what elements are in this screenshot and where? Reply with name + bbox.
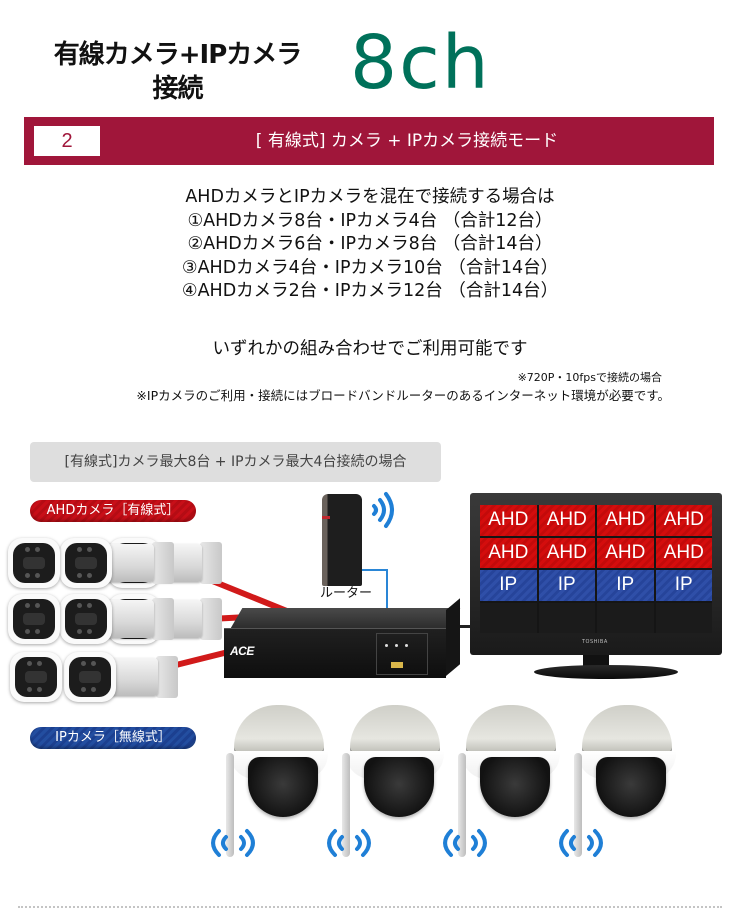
led-indicator (385, 644, 388, 647)
router-icon (322, 494, 362, 586)
screen-tile-ip: IP (480, 570, 537, 601)
wifi-signal-icon (370, 490, 396, 530)
title-line-2: 接続 (152, 74, 203, 104)
bullet-camera (8, 592, 126, 644)
ip-camera-label: IPカメラ［無線式］ (30, 727, 196, 749)
network-cable (386, 569, 388, 611)
monitor-brand: TOSHIBA (582, 639, 608, 645)
dvr-recorder-side (446, 598, 460, 676)
dvr-front-panel (376, 633, 428, 675)
screen-tile-ahd: AHD (480, 537, 537, 568)
wifi-signal-icon (553, 826, 609, 860)
combination-list: AHDカメラとIPカメラを混在で接続する場合は ①AHDカメラ8台・IPカメラ4… (0, 186, 740, 304)
network-cable (362, 569, 388, 571)
screen-tile-ahd: AHD (538, 505, 595, 536)
dome-camera (574, 705, 678, 865)
dome-camera (226, 705, 330, 865)
page-title: 有線カメラ+IPカメラ 接続 (30, 38, 325, 106)
screen-tile-empty (538, 602, 595, 633)
screen-tile-ahd: AHD (655, 537, 712, 568)
dome-camera (458, 705, 562, 865)
monitor-stand (583, 655, 609, 667)
case-label: [有線式]カメラ最大8台 + IPカメラ最大4台接続の場合 (30, 442, 441, 482)
screen-tile-empty (597, 602, 654, 633)
wifi-signal-icon (437, 826, 493, 860)
ahd-camera-label: AHDカメラ［有線式］ (30, 500, 196, 522)
combination-summary: いずれかの組み合わせでご利用可能です (212, 339, 528, 359)
title-line-1: 有線カメラ+IPカメラ (53, 40, 303, 70)
led-indicator (395, 644, 398, 647)
bullet-camera (60, 536, 178, 588)
wifi-signal-icon (321, 826, 377, 860)
usb-port (391, 662, 403, 668)
screen-tile-empty (480, 602, 537, 633)
screen-tile-empty (655, 602, 712, 633)
router-label: ルーター (319, 586, 372, 601)
monitor-stand-base (534, 665, 678, 679)
mode-label: [ 有線式] カメラ + IPカメラ接続モード (255, 131, 559, 151)
combination-item: ③AHDカメラ4台・IPカメラ10台 （合計14台） (181, 257, 559, 278)
monitor-cable (452, 625, 472, 628)
bullet-camera (10, 650, 128, 702)
screen-tile-ahd: AHD (538, 537, 595, 568)
screen-tile-ip: IP (597, 570, 654, 601)
wifi-signal-icon (205, 826, 261, 860)
section-divider (18, 906, 722, 908)
resolution-note: ※720P・10fpsで接続の場合 (517, 371, 662, 384)
dvr-recorder: ACE (224, 628, 446, 678)
screen-tile-ahd: AHD (480, 505, 537, 536)
led-indicator (405, 644, 408, 647)
screen-tile-ahd: AHD (655, 505, 712, 536)
screen-tile-ip: IP (655, 570, 712, 601)
dome-camera (342, 705, 446, 865)
screen-tile-ahd: AHD (597, 537, 654, 568)
mode-banner: 2 [ 有線式] カメラ + IPカメラ接続モード (24, 117, 714, 165)
combination-item: ①AHDカメラ8台・IPカメラ4台 （合計12台） (187, 210, 553, 231)
mode-number-badge: 2 (34, 126, 100, 156)
dvr-brand-logo: ACE (230, 644, 254, 658)
channel-count: 8ch (350, 20, 491, 106)
bullet-camera (64, 650, 182, 702)
combination-intro: AHDカメラとIPカメラを混在で接続する場合は (185, 187, 555, 207)
screen-tile-ahd: AHD (597, 505, 654, 536)
screen-tile-ip: IP (538, 570, 595, 601)
combination-item: ②AHDカメラ6台・IPカメラ8台 （合計14台） (187, 234, 553, 254)
bullet-camera (60, 592, 178, 644)
router-requirement-note: ※IPカメラのご利用・接続にはブロードバンドルーターのあるインターネット環境が必… (136, 388, 670, 403)
combination-item: ④AHDカメラ2台・IPカメラ12台 （合計14台） (181, 281, 559, 301)
dvr-recorder-top (229, 608, 461, 630)
bullet-camera (8, 536, 126, 588)
